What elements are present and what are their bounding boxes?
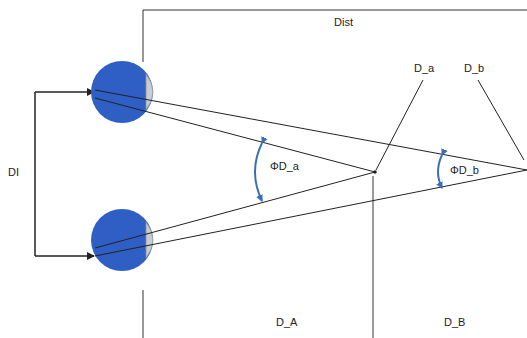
dimension-label: DI: [8, 166, 19, 178]
angle-label: ΦD_a: [270, 160, 299, 172]
eye: [91, 61, 153, 123]
dimension-label: Dist: [334, 16, 353, 28]
distance-label: D_B: [444, 316, 465, 328]
point-label: D_a: [414, 62, 434, 74]
eye: [91, 209, 153, 271]
point-label: D_b: [464, 62, 484, 74]
angle-label: ΦD_b: [450, 164, 479, 176]
distance-label: D_A: [276, 316, 297, 328]
